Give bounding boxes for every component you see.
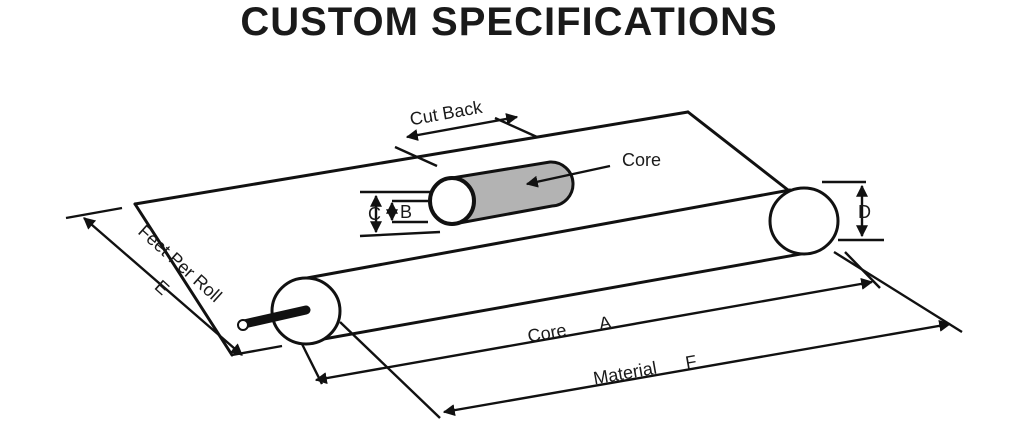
a-label: A [597,312,612,334]
roll-end-back [768,186,840,256]
material-label: Material [592,358,659,389]
core-a-dimension: Core A [300,251,881,385]
core-pointer: Core [525,150,661,188]
core-label: Core [526,320,568,346]
d-dimension: D [822,180,884,242]
page-title: CUSTOM SPECIFICATIONS [240,0,778,44]
c-b-dimension: C B [359,190,441,238]
b-label: B [400,202,412,222]
core-pointer-label: Core [622,150,661,170]
core-detail [428,160,575,226]
feet-per-roll-dimension: Feet Per Roll E [65,206,283,357]
f-label: F [684,351,698,373]
feet-per-roll-label: Feet Per Roll [134,221,225,306]
cut-back-dimension: Cut Back [394,97,538,168]
d-label: D [858,202,871,222]
material-sheet [133,110,790,357]
c-label: C [368,204,381,224]
